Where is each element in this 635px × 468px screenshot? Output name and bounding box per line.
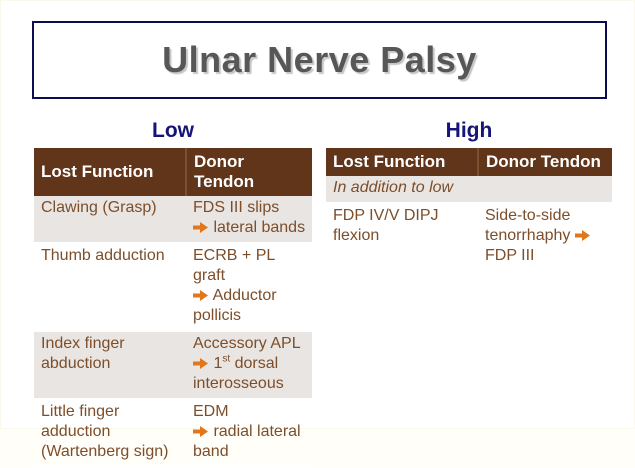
table-row: FDP IV/V DIPJ flexion Side-to-side tenorrh…	[326, 203, 612, 272]
right-arrow-icon	[574, 230, 590, 241]
donor-tendon-line: band	[193, 443, 229, 460]
table-header-row: Lost Function Donor Tendon	[326, 148, 612, 176]
right-arrow-icon	[193, 290, 208, 301]
right-arrow-icon	[193, 222, 208, 233]
donor-tendon-cell: Side-to-side tenorrhaphy FDP III	[478, 203, 612, 272]
note-cell: In addition to low	[326, 176, 612, 204]
donor-tendon-cell: FDS III slips lateral bands	[186, 196, 312, 244]
donor-tendon-line: lateral bands	[193, 218, 308, 238]
donor-tendon-line: Adductor	[193, 286, 308, 306]
donor-tendon-line: 1st dorsal	[193, 354, 308, 374]
lost-function-cell: Clawing (Grasp)	[34, 196, 186, 244]
high-lesion-table: Lost Function Donor Tendon In addition t…	[326, 148, 612, 272]
lost-function-cell: Thumb adduction	[34, 243, 186, 332]
table-row: In addition to low	[326, 176, 612, 204]
lost-function-header: Lost Function	[34, 148, 186, 196]
page-title: Ulnar Nerve Palsy	[162, 39, 477, 80]
title-box: Ulnar Nerve Palsy	[32, 21, 607, 99]
donor-tendon-header: Donor Tendon	[477, 148, 612, 176]
lost-function-cell: FDP IV/V DIPJ flexion	[326, 203, 478, 272]
high-lesion-section: High Lost Function Donor Tendon In addit…	[326, 119, 612, 272]
lost-function-cell: Index finger abduction	[34, 331, 186, 400]
donor-tendon-line: interosseous	[193, 375, 284, 392]
right-arrow-icon	[193, 358, 208, 369]
donor-tendon-line: ECRB + PL graft	[193, 247, 275, 284]
donor-tendon-line: FDP III	[485, 247, 535, 264]
donor-tendon-line: radial lateral	[193, 422, 308, 442]
donor-tendon-line: Accessory APL	[193, 335, 301, 352]
donor-tendon-line: tenorrhaphy	[485, 226, 608, 246]
table-row: Little finger adduction (Wartenberg sign…	[34, 399, 312, 468]
donor-tendon-line: Side-to-side	[485, 207, 571, 224]
low-lesion-section: Low Lost Function Donor Tendon Clawing (…	[34, 119, 312, 468]
low-lesion-table: Lost Function Donor Tendon Clawing (Gras…	[34, 148, 312, 468]
low-caption: Low	[152, 119, 194, 142]
donor-tendon-line: pollicis	[193, 307, 242, 324]
high-caption: High	[445, 119, 493, 142]
table-header-row: Lost Function Donor Tendon	[34, 148, 312, 196]
lost-function-cell: Little finger adduction (Wartenberg sign…	[34, 399, 186, 468]
donor-tendon-header: Donor Tendon	[185, 148, 312, 196]
donor-tendon-line: FDS III slips	[193, 199, 280, 216]
donor-tendon-line: EDM	[193, 403, 229, 420]
lost-function-header: Lost Function	[326, 148, 478, 176]
right-arrow-icon	[193, 426, 208, 437]
table-row: Clawing (Grasp)FDS III slips lateral ban…	[34, 196, 312, 244]
